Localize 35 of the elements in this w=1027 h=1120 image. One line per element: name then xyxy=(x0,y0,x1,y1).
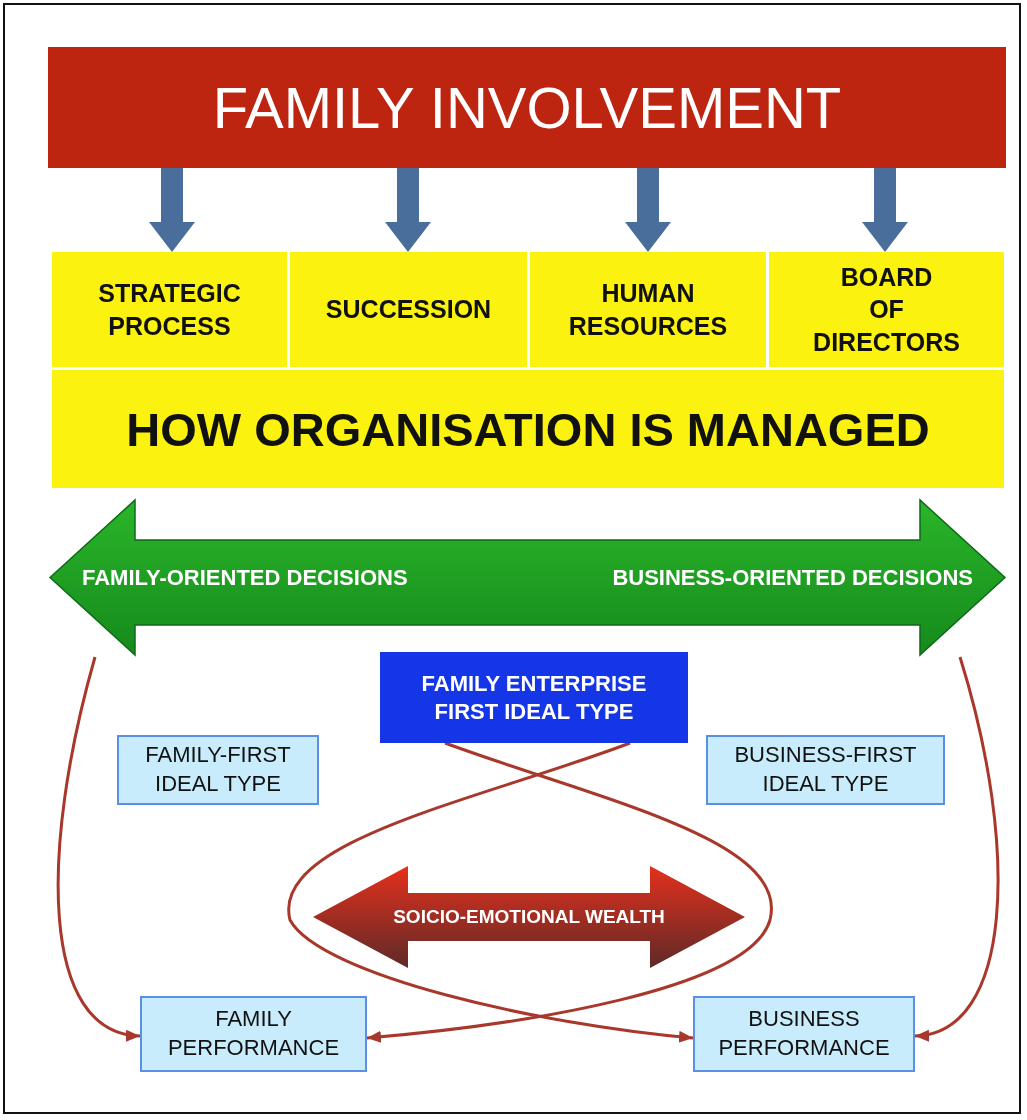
topic-box xyxy=(52,252,287,367)
arrow-label: BUSINESS-ORIENTED DECISIONS xyxy=(612,564,973,591)
double-arrow-shape xyxy=(313,866,745,968)
box-label: FAMILY ENTERPRISE FIRST IDEAL TYPE xyxy=(420,670,648,725)
block-arrow xyxy=(862,168,908,252)
band-title: HOW ORGANISATION IS MANAGED xyxy=(126,401,930,457)
management-band xyxy=(52,370,1004,488)
arrow-label: FAMILY-ORIENTED DECISIONS xyxy=(82,564,408,591)
title-banner xyxy=(48,47,1006,168)
topic-label: HUMAN RESOURCES xyxy=(567,278,729,342)
curved-arrow xyxy=(366,741,773,1043)
ideal-type-box xyxy=(380,652,688,743)
box-label: BUSINESS-FIRST IDEAL TYPE xyxy=(733,741,918,798)
box-label: FAMILY-FIRST IDEAL TYPE xyxy=(144,741,292,798)
curved-arrow xyxy=(914,656,1000,1040)
block-arrow xyxy=(385,168,431,252)
topic-label: SUCCESSION xyxy=(325,294,492,326)
topic-label: BOARD OF DIRECTORS xyxy=(812,261,961,358)
topic-box xyxy=(530,252,766,367)
curved-arrow xyxy=(56,656,141,1040)
topic-box xyxy=(769,252,1004,367)
performance-box xyxy=(693,996,915,1072)
ideal-type-box xyxy=(117,735,319,805)
ideal-type-box xyxy=(706,735,945,805)
arrow-label: SOICIO-EMOTIONAL WEALTH xyxy=(393,906,665,928)
curved-arrow xyxy=(288,741,694,1043)
block-arrow xyxy=(149,168,195,252)
topic-box xyxy=(290,252,527,367)
box-label: FAMILY PERFORMANCE xyxy=(166,1005,341,1062)
banner-title: FAMILY INVOLVEMENT xyxy=(212,74,842,141)
performance-box xyxy=(140,996,367,1072)
box-label: BUSINESS PERFORMANCE xyxy=(717,1005,891,1062)
block-arrow xyxy=(625,168,671,252)
topic-label: STRATEGIC PROCESS xyxy=(97,278,242,342)
double-arrow-shape xyxy=(50,500,1005,655)
